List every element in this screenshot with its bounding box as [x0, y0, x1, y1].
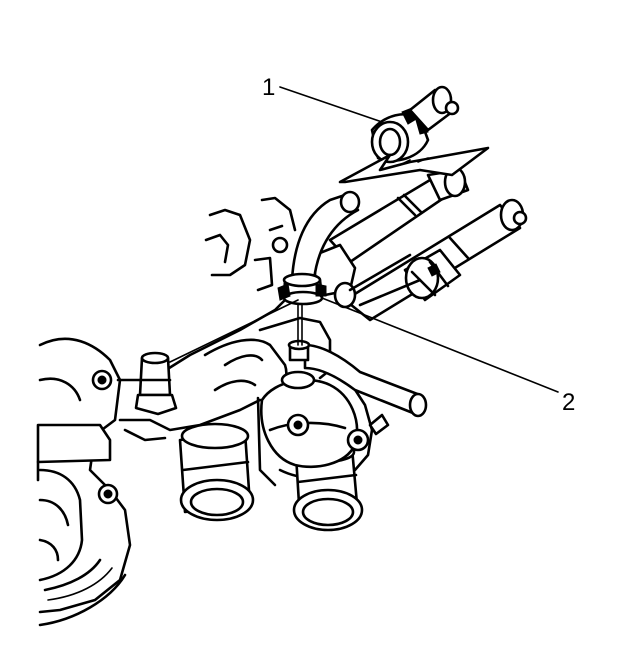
- callout-2: 2: [321, 297, 575, 416]
- bracket-upper: [204, 196, 297, 292]
- coolant-outlet-left: [178, 422, 255, 522]
- bolt-left-lower: [97, 483, 119, 505]
- callout-1: 1: [262, 74, 383, 123]
- small-bypass-hose: [303, 343, 428, 418]
- hose-clamp-1-detached: [370, 107, 430, 164]
- thermostat-dome: [260, 370, 359, 469]
- bolt-left-upper: [91, 369, 113, 391]
- coolant-hose-curved: [290, 190, 361, 282]
- callout-2-label: 2: [562, 389, 575, 416]
- engine-housing-left: [36, 337, 132, 627]
- housing-bolt-right: [346, 413, 390, 452]
- hose-upper-end: [408, 85, 460, 132]
- hose-fitting: [287, 299, 311, 362]
- housing-bolt-center: [286, 413, 310, 437]
- removal-direction-arrow: [338, 146, 490, 184]
- pipe-clamp-lower: [403, 248, 462, 302]
- temperature-sensor: [134, 351, 178, 416]
- leader-sensor: [169, 299, 299, 363]
- callout-1-label: 1: [262, 74, 275, 101]
- heater-pipe-upper: [328, 166, 470, 264]
- hose-clamp-2: [277, 272, 327, 306]
